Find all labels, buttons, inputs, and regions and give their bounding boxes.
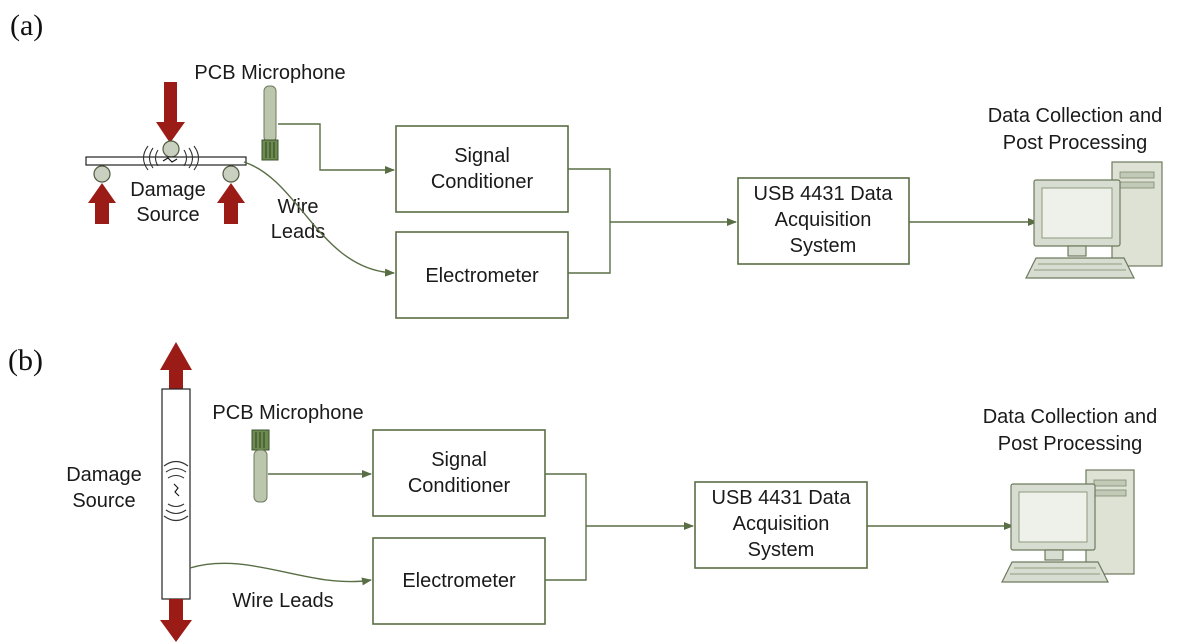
computer-icon <box>1025 161 1163 279</box>
panel-b: (b) Damage Source PCB Microphone Wire Le <box>8 342 1157 642</box>
electrometer-label: Electrometer <box>402 570 516 592</box>
microphone-icon <box>251 429 270 503</box>
beam <box>85 156 247 166</box>
merge-connector <box>545 473 587 581</box>
force-arrow-head <box>156 122 185 143</box>
force-arrow-icon <box>88 183 116 203</box>
signal-conditioner-label-line2: Conditioner <box>408 475 511 497</box>
force-arrow-icon <box>217 183 245 203</box>
microphone-label: PCB Microphone <box>194 62 345 84</box>
acoustic-emission-icon <box>142 145 200 171</box>
electrometer-label: Electrometer <box>425 265 539 287</box>
force-arrow-shaft <box>169 599 183 621</box>
daq-label-line1: USB 4431 Data <box>712 487 852 509</box>
wire-leads-label: Wire Leads <box>232 590 333 612</box>
bending-specimen <box>85 82 247 224</box>
force-arrow-shaft <box>95 202 109 224</box>
data-collection-label-line1: Data Collection and <box>988 105 1163 127</box>
damage-source-label-line2: Source <box>136 204 199 226</box>
panel-label-a: (a) <box>10 9 43 42</box>
daq-label-line2: Acquisition <box>733 513 830 535</box>
daq-label-line1: USB 4431 Data <box>754 183 894 205</box>
data-collection-label-line1: Data Collection and <box>983 406 1158 428</box>
daq-label-line2: Acquisition <box>775 209 872 231</box>
electrometer-box <box>372 537 546 625</box>
support-pin-right <box>222 165 240 183</box>
force-arrow-icon <box>160 620 192 642</box>
wire-leads-connector <box>243 161 395 277</box>
panel-label-b: (b) <box>8 344 43 377</box>
microphone-icon <box>261 85 279 161</box>
force-arrow-icon <box>164 82 177 124</box>
force-arrow-shaft <box>224 202 238 224</box>
wire-leads-label-line2: Leads <box>271 221 326 243</box>
wire-leads-connector <box>189 562 372 586</box>
data-collection-label-line2: Post Processing <box>1003 132 1148 154</box>
specimen-bar <box>161 388 191 600</box>
daq-box <box>694 481 868 569</box>
daq-label-line3: System <box>748 539 815 561</box>
signal-conditioner-label-line2: Conditioner <box>431 171 534 193</box>
signal-conditioner-box <box>372 429 546 517</box>
data-collection-label-line2: Post Processing <box>998 433 1143 455</box>
microphone-label: PCB Microphone <box>212 402 363 424</box>
microphone-connector <box>278 123 395 174</box>
computer-icon <box>1001 469 1135 583</box>
signal-conditioner-box <box>395 125 569 213</box>
tensile-specimen <box>160 342 192 642</box>
panel-a: (a) Damage Source PCB Microphone <box>10 9 1163 319</box>
daq-box <box>737 177 910 265</box>
acoustic-emission-icon <box>163 460 189 522</box>
damage-source-label-line2: Source <box>72 490 135 512</box>
electrometer-box <box>395 231 569 319</box>
signal-conditioner-label-line1: Signal <box>454 145 510 167</box>
force-arrow-shaft <box>169 369 183 389</box>
signal-conditioner-label-line1: Signal <box>431 449 487 471</box>
damage-source-label-line1: Damage <box>130 179 206 201</box>
daq-label-line3: System <box>790 235 857 257</box>
loading-pin <box>162 140 180 158</box>
merge-connector <box>568 168 611 274</box>
force-arrow-icon <box>160 342 192 370</box>
damage-source-label-line1: Damage <box>66 464 142 486</box>
support-pin-left <box>93 165 111 183</box>
